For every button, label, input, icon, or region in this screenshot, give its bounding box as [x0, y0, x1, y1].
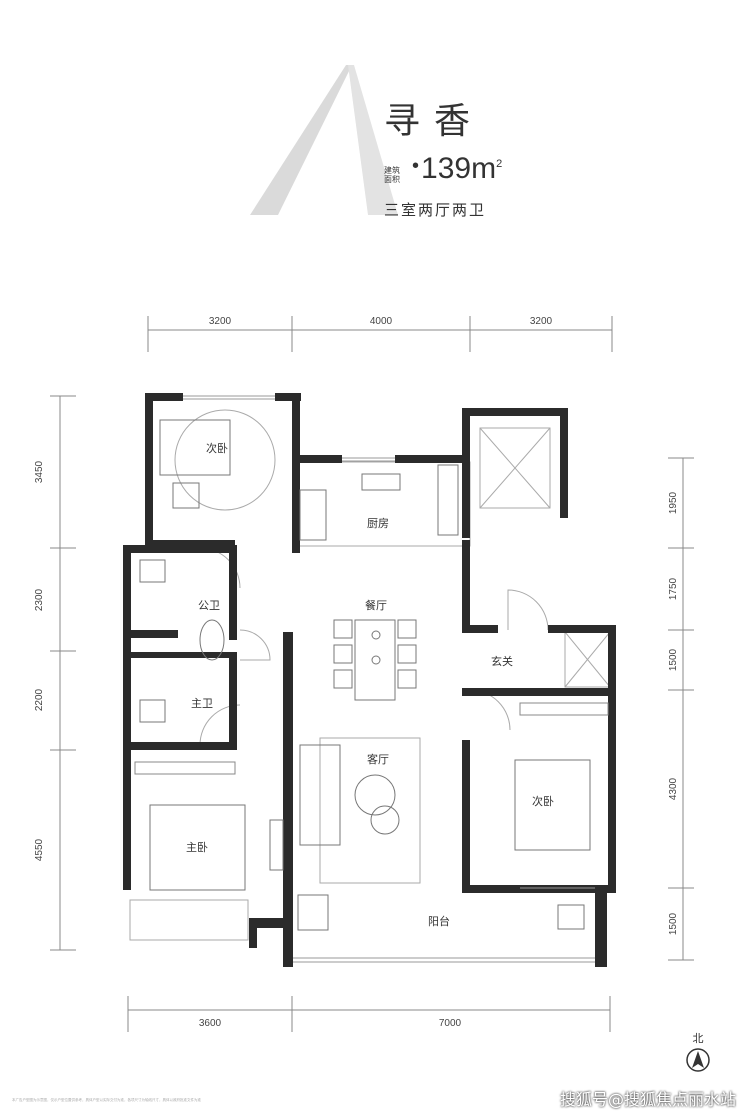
- room-label-kitchen: 厨房: [367, 517, 389, 530]
- walls: [123, 393, 616, 967]
- room-label-master-bath: 主卫: [191, 697, 213, 710]
- area-unit: m: [471, 152, 497, 185]
- watermark: 搜狐号@搜狐焦点丽水站: [560, 1090, 737, 1109]
- dim-top-3: 3200: [530, 316, 553, 327]
- windows: [183, 395, 595, 963]
- room-label-master-bedroom: 主卧: [186, 841, 208, 854]
- dim-right-3: 1500: [668, 648, 679, 671]
- compass-label: 北: [693, 1032, 704, 1045]
- dimension-lines-bottom: [127, 996, 611, 1032]
- dim-top-1: 3200: [209, 316, 232, 327]
- room-label-living: 客厅: [367, 752, 389, 766]
- room-label-bedroom-top: 次卧: [206, 441, 228, 455]
- dim-left-4: 4550: [34, 838, 45, 861]
- disclaimer-text: 本广告户型图为示意图，仅示户型位置供参考，具体户型以实际交付为准，各项尺寸为轴线…: [12, 1098, 201, 1102]
- compass: 北: [686, 1032, 710, 1072]
- dim-left-2: 2300: [34, 588, 45, 611]
- dim-left-3: 2200: [34, 688, 45, 711]
- room-label-bedroom-right: 次卧: [532, 794, 554, 808]
- north-arrow-icon: [692, 1051, 704, 1068]
- room-label-balcony: 阳台: [428, 914, 450, 928]
- dimension-lines-top: [147, 316, 613, 352]
- dim-bottom-1: 3600: [199, 1018, 222, 1029]
- room-label-public-bath: 公卫: [198, 599, 220, 612]
- wardrobes: [134, 702, 609, 775]
- dimension-lines-left: [50, 395, 76, 951]
- dim-right-2: 1750: [668, 577, 679, 600]
- area-label: 建筑面积: [384, 166, 400, 184]
- area-unit-sup: 2: [496, 158, 503, 170]
- room-label-foyer: 玄关: [491, 654, 513, 668]
- dim-right-1: 1950: [668, 491, 679, 514]
- floorplan-letter-a: A: [250, 65, 398, 221]
- dim-left-1: 3450: [34, 460, 45, 483]
- layout-type: 三室两厅两卫: [384, 201, 487, 219]
- dimension-lines-right: [668, 457, 694, 961]
- dim-right-5: 1500: [668, 912, 679, 935]
- dim-top-2: 4000: [370, 316, 393, 327]
- furniture: [139, 419, 591, 931]
- room-label-dining: 餐厅: [365, 598, 387, 612]
- floorplan-title: 寻香: [384, 101, 485, 142]
- area-value: •139m2: [412, 152, 503, 185]
- dim-bottom-2: 7000: [439, 1018, 462, 1029]
- compass-circle: [686, 1048, 710, 1072]
- svg-text:A: A: [333, 218, 334, 221]
- dim-right-4: 4300: [668, 777, 679, 800]
